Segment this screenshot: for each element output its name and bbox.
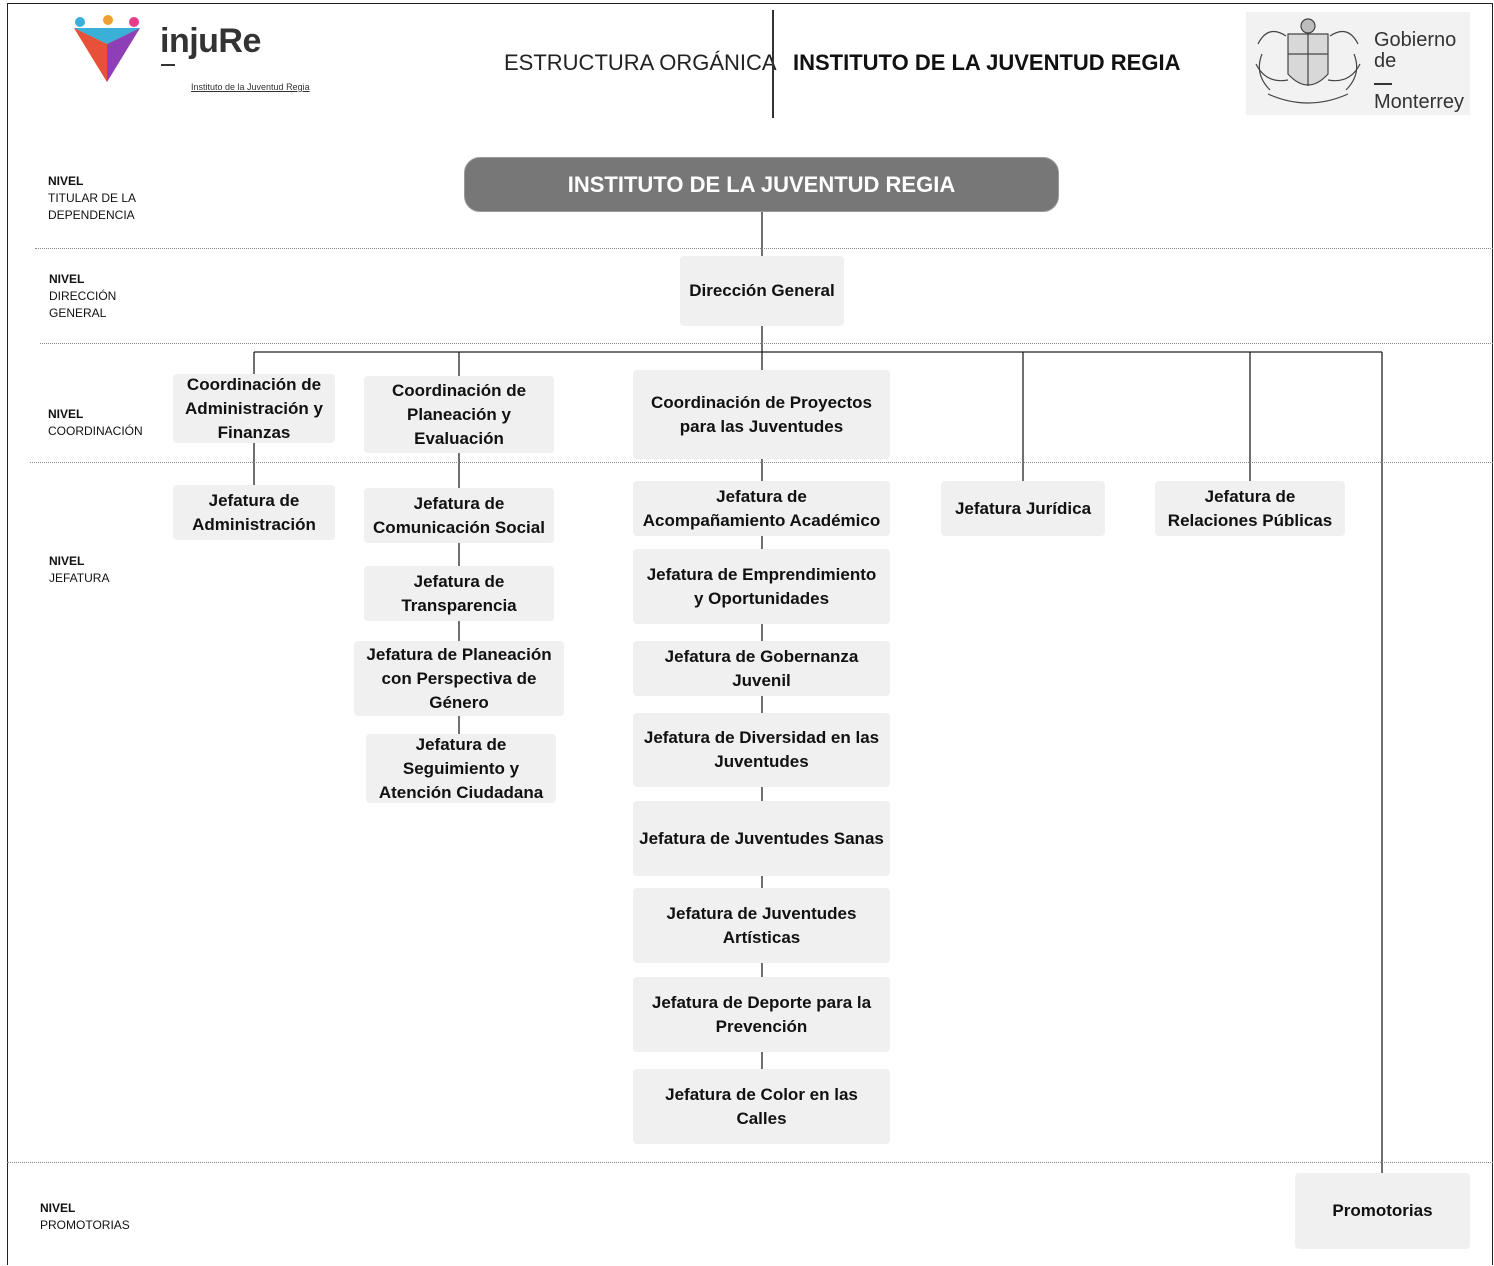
- brand-name: injuRe: [160, 22, 261, 60]
- org-box-jef-comunicacion: Jefatura de Comunicación Social: [364, 488, 554, 543]
- org-box-promotorias: Promotorias: [1295, 1173, 1470, 1249]
- government-text-line3: Monterrey: [1374, 91, 1465, 113]
- government-logo-box: [1246, 12, 1470, 115]
- government-text-line1: Gobierno: [1374, 29, 1457, 51]
- org-box-jef-artisticas: Jefatura de Juventudes Artísticas: [633, 888, 890, 963]
- coat-of-arms-icon: [1255, 18, 1361, 104]
- level-separator: [30, 462, 1493, 463]
- level-promotorias: NIVEL PROMOTORIAS: [40, 1200, 130, 1234]
- page-frame: [7, 3, 1493, 1265]
- level-coordinacion-title: NIVEL: [48, 407, 84, 421]
- level-jefatura: NIVEL JEFATURA: [49, 553, 109, 587]
- level-titular-name: TITULAR DE LA DEPENDENCIA: [48, 191, 137, 222]
- org-box-jef-sanas: Jefatura de Juventudes Sanas: [633, 801, 890, 876]
- org-box-jef-gobernanza: Jefatura de Gobernanza Juvenil: [633, 641, 890, 696]
- org-box-jef-seguimiento: Jefatura de Seguimiento y Atención Ciuda…: [366, 734, 556, 803]
- header-title-left: ESTRUCTURA ORGÁNICA: [504, 50, 777, 75]
- level-titular-title: NIVEL: [48, 174, 84, 188]
- org-box-jef-emprendimiento: Jefatura de Emprendimiento y Oportunidad…: [633, 549, 890, 624]
- org-box-coord-administracion: Coordinación de Administración y Finanza…: [173, 374, 335, 443]
- level-separator: [7, 1162, 1493, 1163]
- org-box-jef-transparencia: Jefatura de Transparencia: [364, 566, 554, 621]
- org-box-jef-deporte: Jefatura de Deporte para la Prevención: [633, 977, 890, 1052]
- org-box-jef-diversidad: Jefatura de Diversidad en las Juventudes: [633, 713, 890, 787]
- org-box-jef-color: Jefatura de Color en las Calles: [633, 1069, 890, 1144]
- header-title-right: INSTITUTO DE LA JUVENTUD REGIA: [793, 50, 1181, 75]
- org-box-jef-academico: Jefatura de Acompañamiento Académico: [633, 481, 890, 536]
- level-jefatura-title: NIVEL: [49, 554, 85, 568]
- org-box-coord-proyectos: Coordinación de Proyectos para las Juven…: [633, 370, 890, 459]
- org-box-instituto: INSTITUTO DE LA JUVENTUD REGIA: [464, 157, 1059, 212]
- level-direccion: NIVEL DIRECCIÓN GENERAL: [49, 271, 116, 322]
- injure-logo-icon: [74, 15, 140, 82]
- level-direccion-title: NIVEL: [49, 272, 85, 286]
- level-coordinacion-name: COORDINACIÓN: [48, 424, 143, 438]
- level-jefatura-name: JEFATURA: [49, 571, 110, 585]
- level-separator: [40, 343, 1493, 344]
- government-dash: [1374, 83, 1392, 85]
- level-coordinacion: NIVEL COORDINACIÓN: [48, 406, 143, 440]
- header-separator: [772, 10, 774, 118]
- org-box-coord-planeacion: Coordinación de Planeación y Evaluación: [364, 376, 554, 453]
- org-box-jef-planeacion-genero: Jefatura de Planeación con Perspectiva d…: [354, 641, 564, 716]
- brand-subtitle: Instituto de la Juventud Regia: [191, 82, 310, 92]
- brand-dash: [161, 64, 175, 66]
- level-titular: NIVEL TITULAR DE LA DEPENDENCIA: [48, 173, 136, 224]
- level-promotorias-title: NIVEL: [40, 1201, 76, 1215]
- org-box-jef-administracion: Jefatura de Administración: [173, 485, 335, 540]
- org-box-direccion-general: Dirección General: [680, 256, 844, 326]
- org-box-jef-juridica: Jefatura Jurídica: [941, 481, 1105, 536]
- level-direccion-name: DIRECCIÓN GENERAL: [49, 289, 117, 320]
- level-promotorias-name: PROMOTORIAS: [40, 1218, 130, 1232]
- level-separator: [35, 248, 1493, 249]
- org-box-jef-relaciones: Jefatura de Relaciones Públicas: [1155, 481, 1345, 536]
- government-text-line2: de: [1374, 50, 1397, 72]
